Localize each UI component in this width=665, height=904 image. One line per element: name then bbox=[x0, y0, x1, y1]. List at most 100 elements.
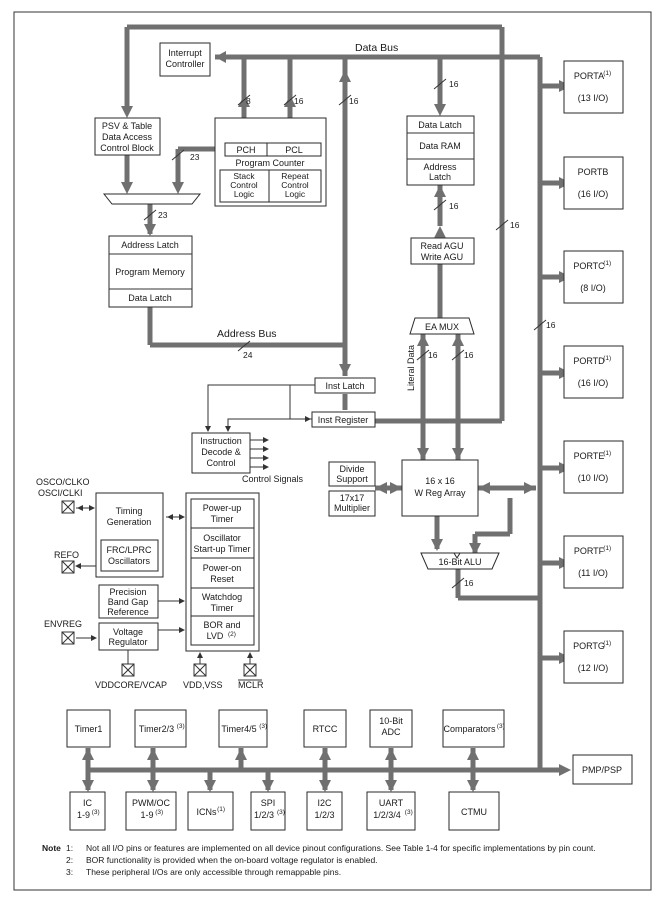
width-mux-latch: 23 bbox=[158, 210, 168, 220]
svg-text:Band Gap: Band Gap bbox=[108, 597, 149, 607]
peripheral-timer1: Timer1 bbox=[66, 709, 111, 748]
svg-text:Power-on: Power-on bbox=[203, 563, 242, 573]
svg-text:Control: Control bbox=[230, 180, 258, 190]
data-bus-label: Data Bus bbox=[355, 42, 398, 54]
port-porte: PORTE(1)(10 I/O) bbox=[563, 440, 624, 494]
port-note: (1) bbox=[603, 260, 611, 267]
multiplier-block: 17x17 Multiplier bbox=[328, 490, 376, 517]
svg-text:1:: 1: bbox=[66, 843, 73, 853]
svg-text:PSV & Table: PSV & Table bbox=[102, 121, 152, 131]
svg-text:Logic: Logic bbox=[234, 189, 255, 199]
svg-text:Start-up Timer: Start-up Timer bbox=[193, 544, 250, 554]
svg-text:(2): (2) bbox=[228, 631, 236, 638]
svg-text:16-Bit ALU: 16-Bit ALU bbox=[438, 557, 481, 567]
peripheral-note: (1) bbox=[217, 806, 225, 813]
port-name: PORTE bbox=[574, 451, 605, 461]
svg-text:PMP/PSP: PMP/PSP bbox=[582, 765, 622, 775]
port-note: (1) bbox=[603, 640, 611, 647]
peripheral-sub: 1/2/3 bbox=[314, 810, 334, 820]
pin-envreg: ENVREG bbox=[44, 619, 82, 629]
svg-text:3:: 3: bbox=[66, 867, 73, 877]
peripheral-rtcc: RTCC bbox=[303, 709, 347, 748]
pin-mclr: MCLR bbox=[238, 680, 264, 690]
svg-text:Instruction: Instruction bbox=[200, 436, 242, 446]
svg-text:Data Access: Data Access bbox=[102, 132, 153, 142]
svg-text:Oscillator: Oscillator bbox=[203, 533, 241, 543]
svg-text:16 x 16: 16 x 16 bbox=[425, 476, 455, 486]
peripheral-label: RTCC bbox=[313, 724, 338, 734]
port-portc: PORTC(1)(8 I/O) bbox=[563, 250, 624, 304]
inst-register-block: Inst Register bbox=[311, 411, 376, 428]
svg-text:Repeat: Repeat bbox=[281, 171, 309, 181]
control-lines bbox=[205, 384, 315, 470]
svg-text:Precision: Precision bbox=[109, 587, 146, 597]
ea-mux-block: EA MUX bbox=[409, 317, 475, 335]
note-3: These peripheral I/Os are only accessibl… bbox=[86, 867, 341, 877]
peripheral-label: 10-Bit bbox=[379, 716, 403, 726]
width-pc-mux: 23 bbox=[190, 152, 200, 162]
svg-text:Interrupt: Interrupt bbox=[168, 48, 202, 58]
peripheral-sub: 1-9 bbox=[77, 810, 90, 820]
peripheral-ic: IC 1-9(3) bbox=[69, 791, 106, 831]
svg-text:Data RAM: Data RAM bbox=[419, 141, 461, 151]
svg-text:Support: Support bbox=[336, 474, 368, 484]
peripheral-label: CTMU bbox=[461, 807, 487, 817]
pin-vdd-vss: VDD,VSS bbox=[183, 680, 223, 690]
svg-text:Address: Address bbox=[423, 162, 457, 172]
diagram-border bbox=[13, 11, 652, 891]
peripheral-label: Comparators bbox=[443, 724, 496, 734]
port-name: PORTC bbox=[573, 261, 605, 271]
address-bus-label: Address Bus bbox=[217, 328, 277, 340]
port-porta: PORTA(1)(13 I/O) bbox=[563, 60, 624, 114]
svg-text:Timer: Timer bbox=[211, 603, 234, 613]
peripheral-note: (3) bbox=[155, 809, 163, 816]
port-io: (16 I/O) bbox=[578, 378, 609, 388]
svg-text:BOR and: BOR and bbox=[203, 620, 240, 630]
svg-text:Stack: Stack bbox=[233, 171, 255, 181]
alu-block: 16-Bit ALU bbox=[420, 552, 500, 570]
svg-text:Inst Latch: Inst Latch bbox=[325, 381, 364, 391]
svg-text:Data Latch: Data Latch bbox=[418, 120, 462, 130]
svg-text:Control: Control bbox=[206, 458, 235, 468]
svg-text:Inst Register: Inst Register bbox=[318, 415, 369, 425]
peripheral-label: ICNs bbox=[197, 807, 217, 817]
width-loop: 16 bbox=[510, 220, 520, 230]
svg-text:Reference: Reference bbox=[107, 607, 149, 617]
peripheral-ctmu: CTMU bbox=[448, 791, 500, 831]
svg-text:Logic: Logic bbox=[285, 189, 306, 199]
instruction-decode-block: Instruction Decode & Control bbox=[191, 432, 251, 474]
peripheral-timer4-5: Timer4/5(3) bbox=[218, 709, 268, 748]
peripheral-timer2-3: Timer2/3(3) bbox=[134, 709, 187, 748]
peripheral-note: (3) bbox=[405, 809, 413, 816]
port-note: (1) bbox=[603, 70, 611, 77]
notes: Note 1: Not all I/O pins or features are… bbox=[42, 843, 596, 877]
note-2: BOR functionality is provided when the o… bbox=[86, 855, 378, 865]
note-1: Not all I/O pins or features are impleme… bbox=[86, 843, 596, 853]
width-pcl: 16 bbox=[294, 96, 304, 106]
peripheral-icns: ICNs(1) bbox=[187, 791, 234, 831]
agu-block: Read AGU Write AGU bbox=[410, 237, 475, 265]
port-name: PORTA bbox=[574, 71, 604, 81]
peripheral-label: SPI bbox=[261, 798, 276, 808]
address-mux bbox=[102, 193, 202, 205]
svg-text:FRC/LPRC: FRC/LPRC bbox=[106, 545, 152, 555]
pin-refo: REFO bbox=[54, 550, 79, 560]
peripheral-note: (3) bbox=[277, 809, 285, 816]
peripheral-label: I2C bbox=[317, 798, 332, 808]
peripheral-note: (3) bbox=[177, 723, 185, 730]
reset-group: Power-up Timer Oscillator Start-up Timer… bbox=[185, 492, 260, 652]
svg-text:17x17: 17x17 bbox=[340, 493, 365, 503]
pmp-psp-block: PMP/PSP bbox=[572, 754, 633, 785]
svg-text:Reset: Reset bbox=[210, 574, 234, 584]
svg-text:Regulator: Regulator bbox=[108, 637, 147, 647]
band-gap-block: Precision Band Gap Reference bbox=[98, 584, 159, 619]
peripheral-note: (3) bbox=[92, 809, 100, 816]
width-pch: 8 bbox=[246, 96, 251, 106]
peripherals-top: Timer1 Timer2/3(3) Timer4/5(3) RTCC 10-BitAD… bbox=[66, 709, 505, 748]
peripheral-label: IC bbox=[83, 798, 93, 808]
svg-text:Oscillators: Oscillators bbox=[108, 556, 151, 566]
pcl-label: PCL bbox=[285, 145, 303, 155]
